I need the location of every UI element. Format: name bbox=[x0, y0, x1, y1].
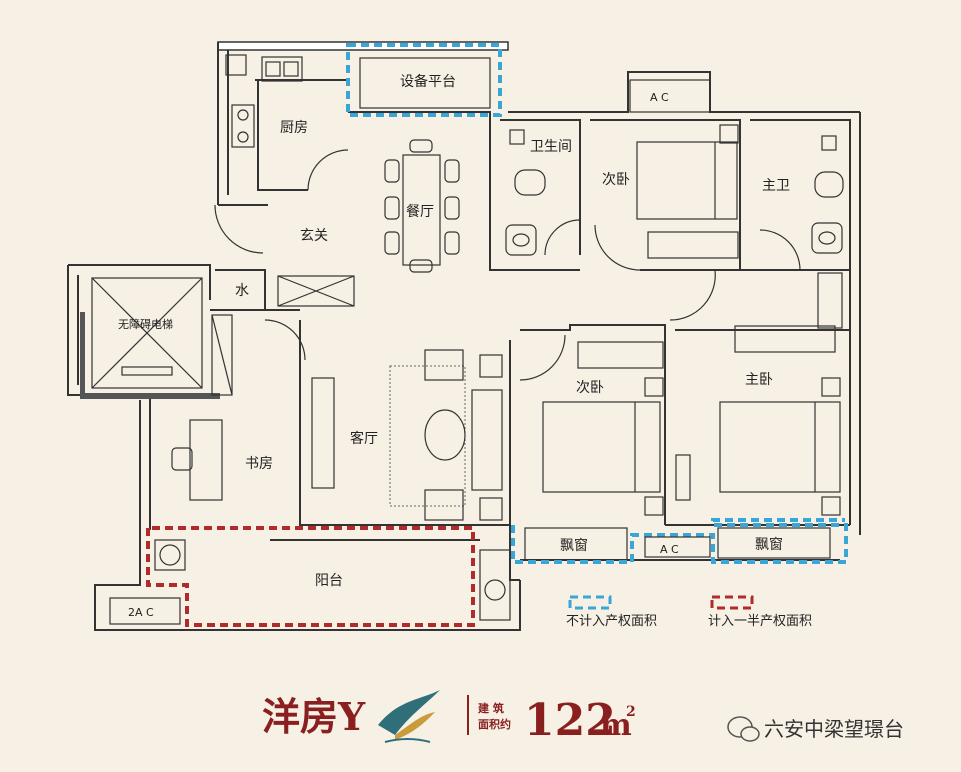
legend-blue-swatch bbox=[568, 595, 612, 610]
plan-title: 洋房Y bbox=[262, 694, 366, 739]
ac-label-1: A C bbox=[650, 91, 669, 104]
elevator-hatch bbox=[80, 277, 233, 399]
wechat-icon bbox=[727, 716, 760, 742]
study-furniture bbox=[171, 419, 223, 501]
label-bay1: 飘窗 bbox=[560, 537, 588, 554]
masterbath-fixtures bbox=[811, 135, 844, 254]
label-balcony: 阳台 bbox=[315, 573, 343, 589]
top-bedroom-furniture bbox=[629, 79, 739, 259]
label-bed2-bottom: 次卧 bbox=[576, 380, 604, 396]
label-foyer: 玄关 bbox=[300, 227, 328, 244]
kitchen-fixtures bbox=[225, 54, 303, 148]
balcony-red-zone bbox=[146, 526, 475, 627]
label-bay2: 飘窗 bbox=[755, 536, 783, 553]
label-kitchen: 厨房 bbox=[280, 120, 308, 136]
label-bed2-top: 次卧 bbox=[602, 172, 630, 188]
label-study: 书房 bbox=[245, 456, 273, 472]
door-arcs bbox=[214, 149, 801, 381]
swallow-logo-icon bbox=[378, 690, 440, 743]
dining-table bbox=[384, 139, 460, 273]
legend-red-swatch bbox=[710, 595, 754, 610]
bottom-bedrooms-furniture bbox=[542, 272, 843, 516]
ac-label-2: A C bbox=[660, 543, 679, 556]
ac-label-3: 2A C bbox=[128, 606, 154, 619]
bay-window-blue-zone bbox=[511, 518, 848, 564]
label-equipment: 设备平台 bbox=[400, 73, 456, 90]
walls bbox=[67, 41, 861, 631]
legend-red-label: 计入一半产权面积 bbox=[708, 613, 812, 629]
living-furniture bbox=[311, 349, 503, 521]
area-label-line2: 面积约 bbox=[478, 717, 511, 731]
brand-name: 六安中梁望璟台 bbox=[764, 717, 904, 741]
area-label-line1: 建 筑 bbox=[478, 701, 504, 715]
label-dining: 餐厅 bbox=[406, 204, 434, 220]
bath1-fixtures bbox=[505, 129, 546, 256]
label-master-bath: 主卫 bbox=[762, 178, 790, 194]
legend-blue-label: 不计入产权面积 bbox=[566, 613, 657, 629]
label-elevator: 无障碍电梯 bbox=[118, 317, 173, 331]
label-living: 客厅 bbox=[350, 430, 378, 447]
area-unit: m bbox=[600, 708, 632, 743]
label-bath1: 卫生间 bbox=[530, 139, 572, 155]
equipment-blue-zone bbox=[346, 43, 502, 117]
label-water: 水 bbox=[235, 283, 249, 299]
area-sup: 2 bbox=[626, 704, 636, 720]
area-value: 122 bbox=[524, 695, 616, 746]
label-master: 主卧 bbox=[745, 372, 773, 388]
